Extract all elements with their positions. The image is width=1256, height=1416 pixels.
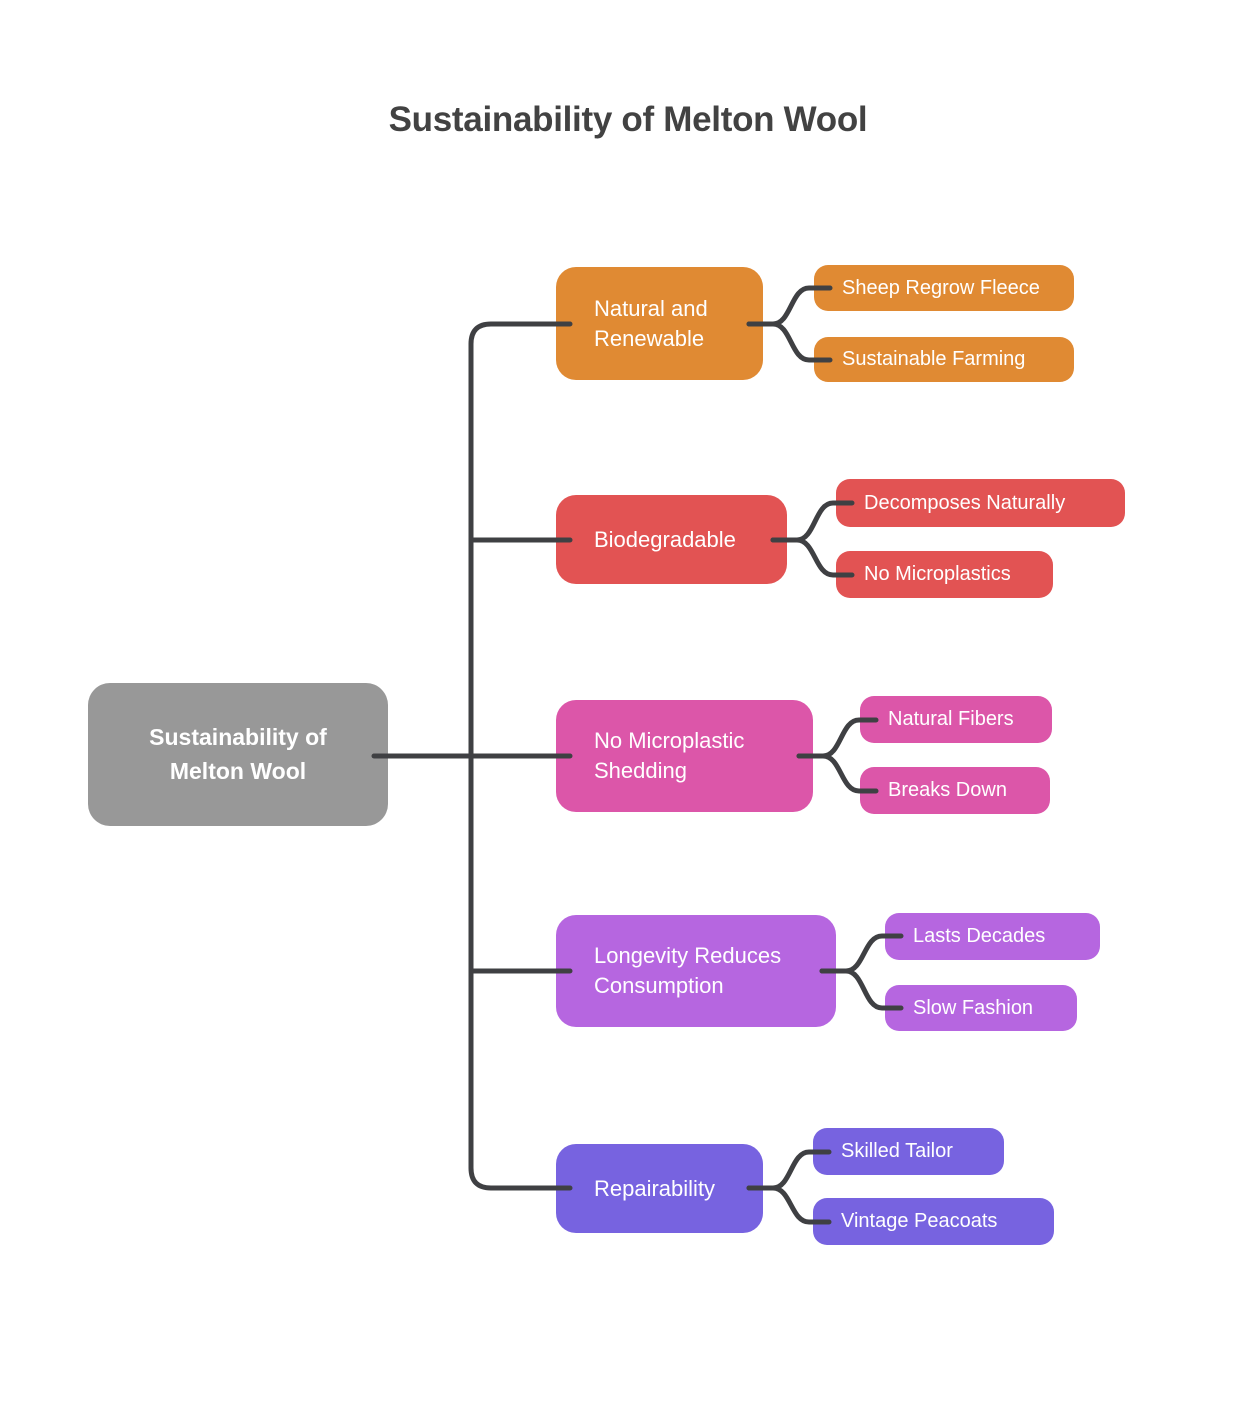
child-node-slow-fashion: Slow Fashion <box>885 985 1077 1031</box>
child-node-lasts-decades: Lasts Decades <box>885 913 1100 960</box>
child-label: Skilled Tailor <box>841 1140 953 1162</box>
child-node-sheep-regrow-fleece: Sheep Regrow Fleece <box>814 265 1074 311</box>
child-label: Lasts Decades <box>913 925 1046 947</box>
child-node-vintage-peacoats: Vintage Peacoats <box>813 1198 1054 1245</box>
root-node: Sustainability of Melton Wool <box>88 683 388 826</box>
child-label: Vintage Peacoats <box>841 1210 998 1232</box>
branch-node-repairability: Repairability <box>556 1144 763 1233</box>
child-label: Slow Fashion <box>913 996 1034 1019</box>
child-node-decomposes-naturally: Decomposes Naturally <box>836 479 1125 527</box>
child-node-sustainable-farming: Sustainable Farming <box>814 337 1074 382</box>
root-node-label: Sustainability of Melton Wool <box>149 724 327 784</box>
child-label: Decomposes Naturally <box>864 491 1066 514</box>
branch-label: Longevity Reduces Consumption <box>594 943 782 998</box>
child-label: Natural Fibers <box>888 708 1014 730</box>
branch-node-natural-renewable: Natural and Renewable <box>556 267 763 380</box>
child-node-natural-fibers: Natural Fibers <box>860 696 1052 743</box>
branch-node-biodegradable: Biodegradable <box>556 495 787 584</box>
branch-label: Natural and Renewable <box>594 295 708 351</box>
branch-node-longevity-reduces-consumption: Longevity Reduces Consumption <box>556 915 836 1027</box>
child-node-no-microplastics: No Microplastics <box>836 551 1053 598</box>
child-node-breaks-down: Breaks Down <box>860 767 1050 814</box>
child-label: No Microplastics <box>864 563 1011 585</box>
child-node-skilled-tailor: Skilled Tailor <box>813 1128 1004 1175</box>
branch-label: Biodegradable <box>594 526 736 552</box>
child-label: Breaks Down <box>888 779 1007 801</box>
branch-label: No Microplastic Shedding <box>594 728 745 783</box>
branch-label: Repairability <box>594 1175 716 1201</box>
branch-node-no-microplastic-shedding: No Microplastic Shedding <box>556 700 813 812</box>
child-label: Sheep Regrow Fleece <box>842 276 1040 299</box>
diagram-title: Sustainability of Melton Wool <box>388 100 868 139</box>
child-label: Sustainable Farming <box>842 348 1026 370</box>
